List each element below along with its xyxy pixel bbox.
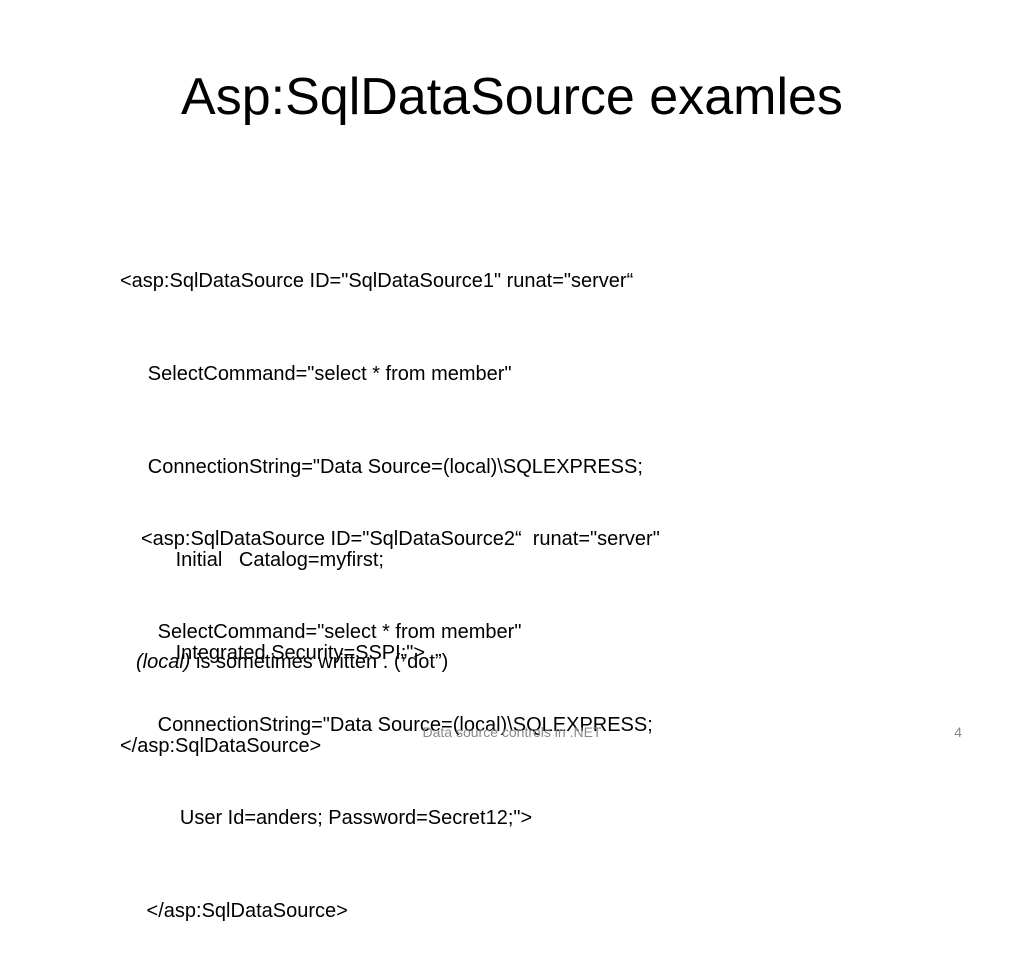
code-example-1: <asp:SqlDataSource ID="SqlDataSource1" r… bbox=[120, 204, 643, 793]
code-line: </asp:SqlDataSource> bbox=[120, 735, 322, 757]
code-line: </asp:SqlDataSource> bbox=[141, 900, 348, 922]
code-line: Integrated Security=SSPI;"> bbox=[120, 642, 426, 664]
code-example-2: <asp:SqlDataSource ID="SqlDataSource2“ r… bbox=[141, 462, 660, 958]
slide-footer: Data source controls in .NET bbox=[422, 724, 602, 740]
code-line: User Id=anders; Password=Secret12;"> bbox=[141, 807, 533, 829]
code-line: Initial Catalog=myfirst; bbox=[120, 549, 384, 571]
slide-title: Asp:SqlDataSource examles bbox=[181, 68, 843, 126]
code-line: <asp:SqlDataSource ID="SqlDataSource1" r… bbox=[120, 270, 634, 292]
slide-number: 4 bbox=[954, 724, 962, 740]
code-line: SelectCommand="select * from member" bbox=[120, 363, 512, 385]
code-line: <asp:SqlDataSource ID="SqlDataSource2“ r… bbox=[141, 528, 660, 550]
code-line: SelectCommand="select * from member" bbox=[141, 621, 522, 643]
note-text: is sometimes written . (”dot”) bbox=[190, 651, 449, 673]
local-note: (local) is sometimes written . (”dot”) bbox=[136, 647, 448, 678]
code-line: ConnectionString="Data Source=(local)\SQ… bbox=[141, 714, 653, 736]
note-emphasis: (local) bbox=[136, 651, 191, 673]
code-line: ConnectionString="Data Source=(local)\SQ… bbox=[120, 456, 643, 478]
